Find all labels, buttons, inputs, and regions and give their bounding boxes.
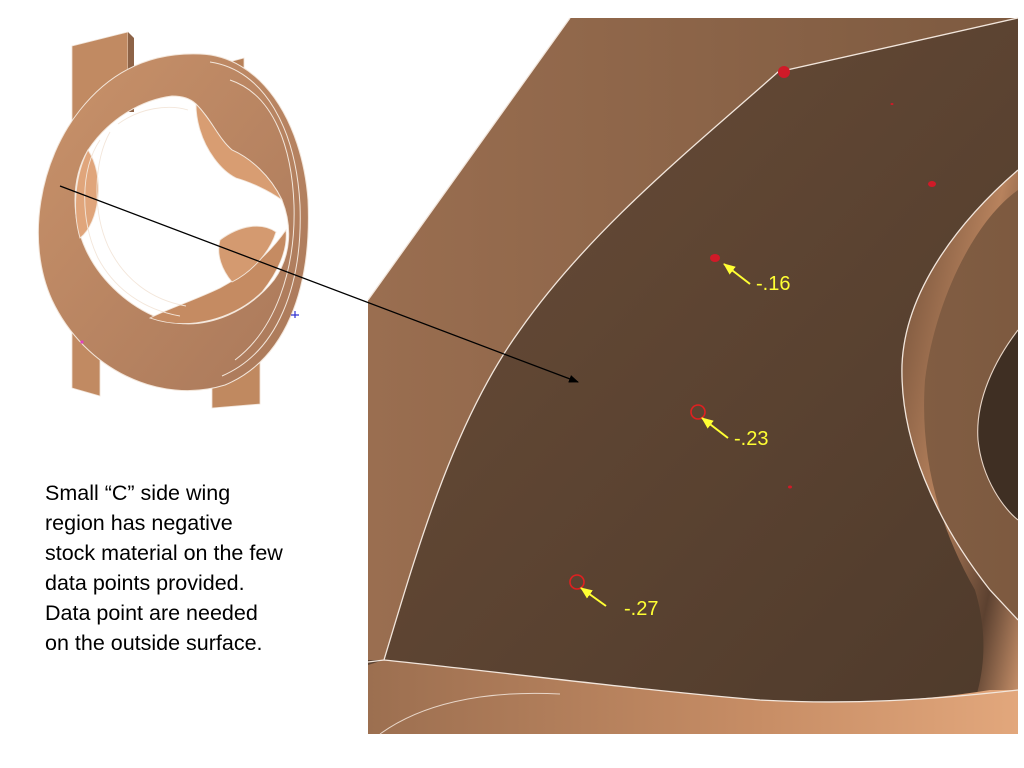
measurement-label: -.16 [756, 273, 790, 295]
caption-text: Small “C” side wing region has negative … [45, 478, 345, 658]
zoom-right-inner [977, 330, 1018, 520]
zoom-right-rim [901, 170, 1018, 734]
data-point-marker [928, 181, 936, 187]
data-point-marker [710, 254, 720, 262]
measurement-arrow [580, 587, 607, 607]
axis-mark [80, 340, 84, 344]
zoom-edge-line-bottom [383, 659, 1019, 703]
data-point-marker [890, 103, 894, 105]
part-overview [37, 31, 309, 409]
zoom-edge-line-lower [379, 692, 561, 735]
part-contour-line [117, 106, 189, 125]
zoom-edge-line-inner-right [977, 329, 1019, 521]
measurement-2: -.23 [690, 404, 768, 450]
caption-line: region has negative [45, 511, 233, 535]
measurement-3: -.27 [569, 574, 658, 620]
zoom-view: -.16 -.23 -.27 [367, 17, 1019, 735]
caption-line: on the outside surface. [45, 631, 263, 655]
leader-arrow [59, 185, 579, 383]
zoom-edge-line-right [901, 169, 1019, 621]
measurement-arrow [701, 417, 729, 439]
part-rim-edge [229, 79, 295, 361]
part-contour-line [84, 139, 181, 317]
zoom-edge-line-outer [367, 17, 571, 301]
zoom-edge-line [367, 17, 1019, 663]
data-point-marker [788, 485, 792, 489]
measurement-label: -.27 [624, 598, 658, 620]
part-rim-edge [209, 61, 301, 377]
measurement-1: -.16 [710, 254, 790, 295]
measurement-arrow [723, 263, 751, 285]
caption-line: Data point are needed [45, 601, 258, 625]
data-point-marker [778, 66, 790, 78]
part-inner-lobe [218, 225, 277, 283]
caption-line: stock material on the few [45, 541, 283, 565]
measurement-label: -.23 [734, 428, 768, 450]
part-inner-lobe [75, 149, 99, 239]
axis-mark [291, 311, 299, 318]
data-point-marker [690, 404, 706, 420]
part-contour-line [96, 131, 187, 307]
zoom-bottom-lip [368, 660, 1018, 734]
part-inner-lobe [148, 228, 287, 324]
part-inner-lobe [195, 102, 283, 201]
data-point-marker [569, 574, 585, 590]
zoom-inner-face [368, 18, 1018, 734]
caption-line: Small “C” side wing [45, 481, 231, 505]
caption-line: data points provided. [45, 571, 245, 595]
